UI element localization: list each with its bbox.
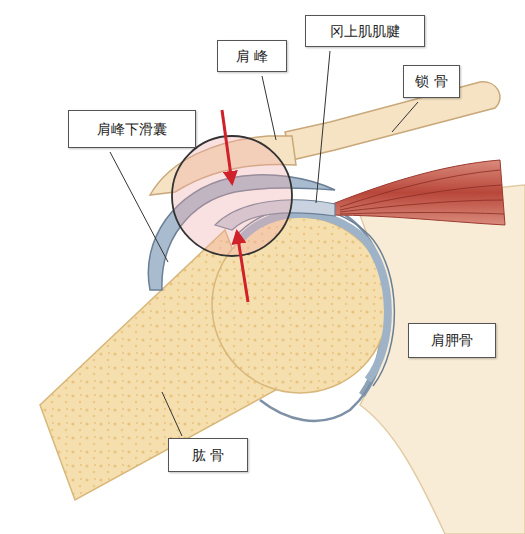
compression-arrow: [237, 232, 248, 302]
tendon-label: 冈上肌肌腱: [305, 15, 425, 47]
compression-arrow: [222, 110, 232, 183]
humerus-head: [212, 217, 388, 393]
leader-lines: [110, 51, 418, 436]
clavicle-shape: [285, 82, 500, 160]
impingement-zoom-circle: [172, 136, 292, 256]
scapula-label: 肩胛骨: [408, 323, 496, 358]
humerus-label: 肱 骨: [168, 438, 248, 472]
label-text: 肩 峰: [236, 48, 268, 65]
clavicle-label: 锁 骨: [403, 65, 460, 98]
scapula-shape: [360, 185, 525, 534]
acromion-label: 肩 峰: [217, 40, 287, 72]
label-text: 肩峰下滑囊: [97, 121, 167, 138]
supraspinatus-muscle: [330, 160, 505, 225]
label-text: 冈上肌肌腱: [330, 23, 400, 40]
label-text: 锁 骨: [415, 73, 447, 90]
bursa-label: 肩峰下滑囊: [68, 110, 196, 148]
label-text: 肱 骨: [192, 447, 224, 464]
label-text: 肩胛骨: [431, 332, 473, 349]
muscle-fibres: [340, 170, 504, 214]
